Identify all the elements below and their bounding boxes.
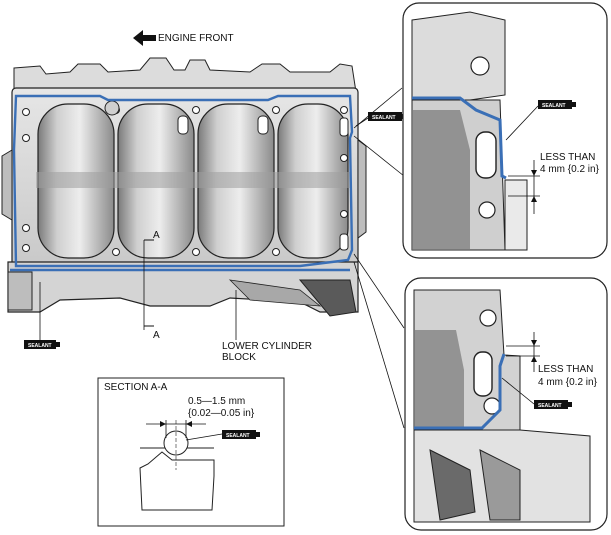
- detail-bottom-dim-line2: 4 mm {0.2 in}: [538, 377, 598, 388]
- sealant-tube-icon: [368, 112, 402, 121]
- dim-arrow-icon: [160, 421, 166, 427]
- bolt-hole: [340, 106, 348, 114]
- sealant-tag-text: SEALANT: [372, 115, 396, 121]
- sealant-tube-tip: [572, 102, 576, 107]
- block-right-flange: [357, 139, 367, 239]
- section-gap-in: {0.02—0.05 in}: [188, 408, 255, 419]
- detail-bottom-rib: [479, 449, 521, 521]
- section-a-bottom-label: A: [153, 330, 160, 341]
- bolt-hole: [192, 106, 200, 114]
- sealant-tube-icon: [538, 100, 572, 109]
- bolt-hole: [112, 248, 120, 256]
- sealant-tube-icon: [24, 340, 56, 349]
- detail-bottom-panel: LESS THAN 4 mm {0.2 in} SEALANT: [404, 277, 608, 531]
- bolt-hole: [340, 210, 348, 218]
- sealant-tag-text: SEALANT: [542, 103, 566, 109]
- lower-block-callout: LOWER CYLINDER BLOCK: [222, 290, 312, 363]
- section-lower-part: [139, 451, 215, 511]
- detail-top-dim-line2: 4 mm {0.2 in}: [540, 164, 600, 175]
- detail-top-slot: [475, 131, 497, 179]
- block-bolt-holes: [22, 106, 348, 256]
- sealant-leader: [505, 105, 539, 141]
- dim-arrow-icon: [531, 340, 537, 346]
- lower-block-label-line1: LOWER CYLINDER: [222, 341, 312, 352]
- detail-bottom-bore-shadow: [414, 330, 464, 430]
- block-left-flange: [1, 149, 13, 221]
- detail-top-panel: LESS THAN 4 mm {0.2 in} SEALANT: [402, 2, 608, 259]
- bolt-hole: [22, 108, 30, 116]
- detail-top-leader-a: [353, 87, 403, 129]
- sealant-bead-main: [12, 94, 354, 268]
- bolt-hole: [340, 154, 348, 162]
- section-a-top-label: A: [153, 230, 160, 241]
- sealant-tag-main-bottom-left: SEALANT: [24, 282, 60, 349]
- detail-bottom-leader-b: [353, 261, 405, 429]
- slot-hole: [257, 115, 269, 135]
- engine-front-arrow-icon: [133, 30, 156, 46]
- bore-web-band: [36, 172, 350, 188]
- slot-hole: [339, 117, 349, 137]
- sealant-tube-tip: [256, 432, 260, 437]
- slot-hole: [177, 115, 189, 135]
- engine-front-indicator: ENGINE FRONT: [133, 30, 234, 46]
- bolt-hole: [272, 248, 280, 256]
- sealant-tube-tip: [568, 402, 572, 407]
- bolt-hole: [22, 224, 30, 232]
- sealant-tube-icon: [534, 400, 568, 409]
- sealant-tag-main-top-right: SEALANT: [355, 112, 406, 127]
- cylinder-block-view: [1, 57, 367, 317]
- lower-block-end: [7, 271, 33, 311]
- section-title: SECTION A-A: [104, 382, 168, 393]
- bolt-hole: [22, 244, 30, 252]
- detail-top-bore-shadow: [412, 110, 470, 250]
- lower-block-rib: [228, 279, 322, 307]
- detail-top-sealant-bead: [412, 96, 507, 180]
- sealant-tag-text: SEALANT: [226, 433, 250, 439]
- sealant-tube-tip: [56, 342, 60, 347]
- detail-top-casting: [411, 11, 506, 101]
- detail-bottom-slot: [473, 351, 493, 397]
- cylinder-bores: [36, 103, 350, 259]
- section-aa-panel: SECTION A-A 0.5—1.5 mm {0.02—0.05 in} SE…: [97, 377, 285, 527]
- slot-hole: [339, 233, 349, 251]
- bolt-hole: [22, 134, 30, 142]
- section-gap-mm: 0.5—1.5 mm: [188, 396, 245, 407]
- detail-top-leader-b: [353, 135, 405, 177]
- dim-arrow-icon: [531, 196, 537, 202]
- detail-bottom-bolt-hole: [479, 309, 497, 327]
- lower-block-label-line2: BLOCK: [222, 352, 256, 363]
- bolt-hole: [192, 248, 200, 256]
- detail-top-flange: [504, 179, 528, 251]
- dim-arrow-icon: [531, 356, 537, 362]
- detail-top-dim-line1: LESS THAN: [540, 152, 595, 163]
- sealant-leader: [185, 433, 223, 441]
- section-marker: A A: [143, 230, 160, 341]
- section-bead-circle: [163, 430, 189, 456]
- detail-bottom-rib: [429, 449, 476, 521]
- sealant-tube-icon: [222, 430, 256, 439]
- dim-arrow-icon: [186, 421, 192, 427]
- sealant-tag-text: SEALANT: [28, 343, 52, 349]
- detail-bottom-sealant-bead: [414, 353, 506, 430]
- dim-arrow-icon: [531, 170, 537, 176]
- block-top-castings: [13, 57, 357, 93]
- oil-passage-boss: [104, 100, 120, 116]
- detail-top-bolt-hole: [470, 56, 490, 76]
- sealant-leader: [501, 377, 535, 405]
- sealant-tag-text: SEALANT: [538, 403, 562, 409]
- lower-block-shadow: [298, 279, 357, 317]
- bolt-hole: [272, 106, 280, 114]
- detail-top-bolt-hole: [478, 201, 496, 219]
- engine-front-label: ENGINE FRONT: [158, 33, 234, 44]
- detail-bottom-leader-a: [353, 253, 405, 329]
- detail-bottom-dim-line1: LESS THAN: [538, 364, 593, 375]
